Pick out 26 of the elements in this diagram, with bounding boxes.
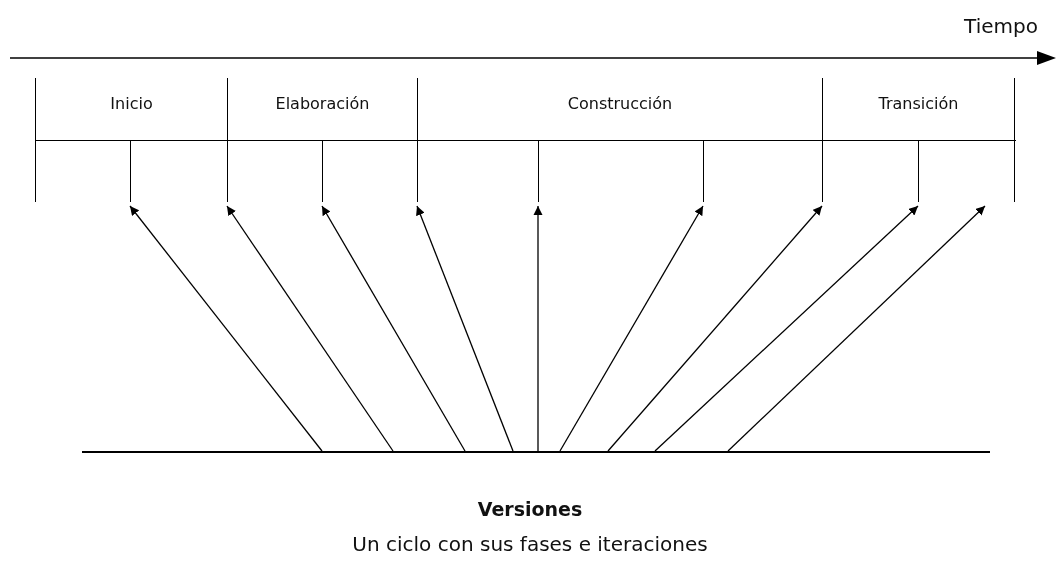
phase-box (35, 78, 227, 202)
arrow (727, 205, 986, 452)
arrow (321, 205, 466, 452)
iteration-cell (228, 140, 323, 202)
version-heading: Versiones (476, 498, 584, 520)
arrow (607, 205, 823, 452)
arrow (129, 205, 323, 452)
baseline-bar (82, 451, 990, 453)
phase-box (417, 78, 822, 202)
arrow (559, 205, 704, 452)
arrow (654, 205, 919, 452)
iteration-cell (823, 140, 919, 202)
iteration-cell (418, 140, 539, 202)
phase-title: Construcción (566, 94, 674, 113)
caption: Un ciclo con sus fases e iteraciones (351, 532, 709, 556)
phase-box (822, 78, 1015, 202)
iteration-cell (36, 140, 131, 202)
phase-title: Inicio (109, 94, 154, 113)
phase-title: Transición (877, 94, 960, 113)
axis-label: Tiempo (964, 14, 1038, 38)
phase-box (227, 78, 417, 202)
iteration-cell (539, 140, 704, 202)
arrow (416, 205, 514, 452)
arrow (533, 205, 543, 452)
arrow (226, 205, 394, 452)
phase-title: Elaboración (274, 94, 371, 113)
